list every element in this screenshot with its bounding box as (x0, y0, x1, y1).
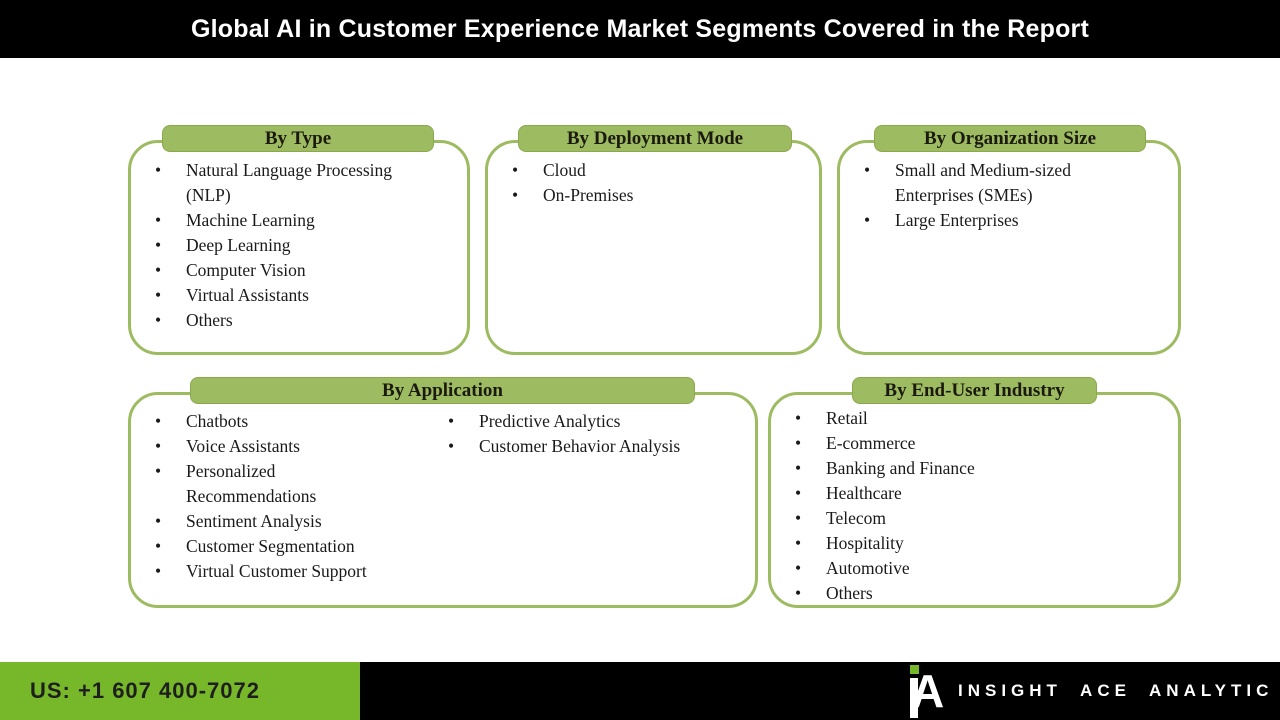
list-item: Personalized Recommendations (131, 459, 395, 509)
list-item: Deep Learning (131, 233, 435, 258)
list-item: Retail (771, 406, 1121, 431)
segment-tab-by-type: By Type (162, 125, 434, 152)
segment-box-by-organization-size: Small and Medium-sized Enterprises (SMEs… (837, 140, 1181, 355)
list-item: Customer Segmentation (131, 534, 395, 559)
list-item: Natural Language Processing (NLP) (131, 158, 435, 208)
list-item: Large Enterprises (840, 208, 1144, 233)
segment-list-by-organization-size: Small and Medium-sized Enterprises (SMEs… (840, 158, 1144, 233)
list-item: Chatbots (131, 409, 395, 434)
list-item: Banking and Finance (771, 456, 1121, 481)
list-item: Voice Assistants (131, 434, 395, 459)
list-item: Computer Vision (131, 258, 435, 283)
list-item: E-commerce (771, 431, 1121, 456)
segment-list-by-application-col1: ChatbotsVoice AssistantsPersonalized Rec… (131, 409, 395, 584)
segment-box-by-end-user-industry: RetailE-commerceBanking and FinanceHealt… (768, 392, 1181, 608)
list-item: On-Premises (488, 183, 808, 208)
list-item: Healthcare (771, 481, 1121, 506)
list-item: Others (131, 308, 435, 333)
list-item: Virtual Customer Support (131, 559, 395, 584)
list-item: Virtual Assistants (131, 283, 435, 308)
segment-tab-label: By Application (382, 379, 503, 401)
segment-tab-by-deployment-mode: By Deployment Mode (518, 125, 792, 152)
list-item: Hospitality (771, 531, 1121, 556)
list-item: Sentiment Analysis (131, 509, 395, 534)
list-item: Telecom (771, 506, 1121, 531)
segment-box-by-application: ChatbotsVoice AssistantsPersonalized Rec… (128, 392, 758, 608)
list-item: Others (771, 581, 1121, 606)
segment-tab-label: By End-User Industry (884, 379, 1065, 401)
insightace-logo-icon: A (905, 664, 945, 718)
segment-tab-label: By Organization Size (923, 127, 1097, 149)
segment-tab-label: By Type (264, 127, 332, 149)
list-item: Machine Learning (131, 208, 435, 233)
segment-list-by-deployment-mode: CloudOn-Premises (488, 158, 808, 208)
segment-box-by-deployment-mode: CloudOn-Premises (485, 140, 822, 355)
segment-box-by-type: Natural Language Processing (NLP)Machine… (128, 140, 470, 355)
page-title: Global AI in Customer Experience Market … (190, 14, 1089, 43)
list-item: Automotive (771, 556, 1121, 581)
segment-list-by-type: Natural Language Processing (NLP)Machine… (131, 158, 435, 333)
segment-tab-label: By Deployment Mode (566, 127, 744, 149)
list-item: Predictive Analytics (424, 409, 724, 434)
list-item: Small and Medium-sized Enterprises (SMEs… (840, 158, 1144, 208)
segment-list-by-application-col2: Predictive AnalyticsCustomer Behavior An… (424, 409, 724, 584)
brand-name: INSIGHT ACE ANALYTIC (958, 681, 1274, 700)
segment-list-by-end-user-industry: RetailE-commerceBanking and FinanceHealt… (771, 406, 1121, 606)
phone-number: US: +1 607 400-7072 (30, 678, 260, 703)
segment-tab-by-end-user-industry: By End-User Industry (852, 377, 1097, 404)
segment-tab-by-application: By Application (190, 377, 695, 404)
brand-bar: A INSIGHT ACE ANALYTIC (360, 662, 1280, 720)
segment-tab-by-organization-size: By Organization Size (874, 125, 1146, 152)
logo-green-square-icon (910, 665, 919, 674)
logo-letter: A (911, 665, 945, 717)
two-column-list: ChatbotsVoice AssistantsPersonalized Rec… (131, 409, 755, 584)
list-item: Cloud (488, 158, 808, 183)
title-bar: Global AI in Customer Experience Market … (0, 0, 1280, 58)
phone-box: US: +1 607 400-7072 (0, 662, 360, 720)
logo-bar-icon (910, 678, 918, 718)
list-item: Customer Behavior Analysis (424, 434, 724, 459)
